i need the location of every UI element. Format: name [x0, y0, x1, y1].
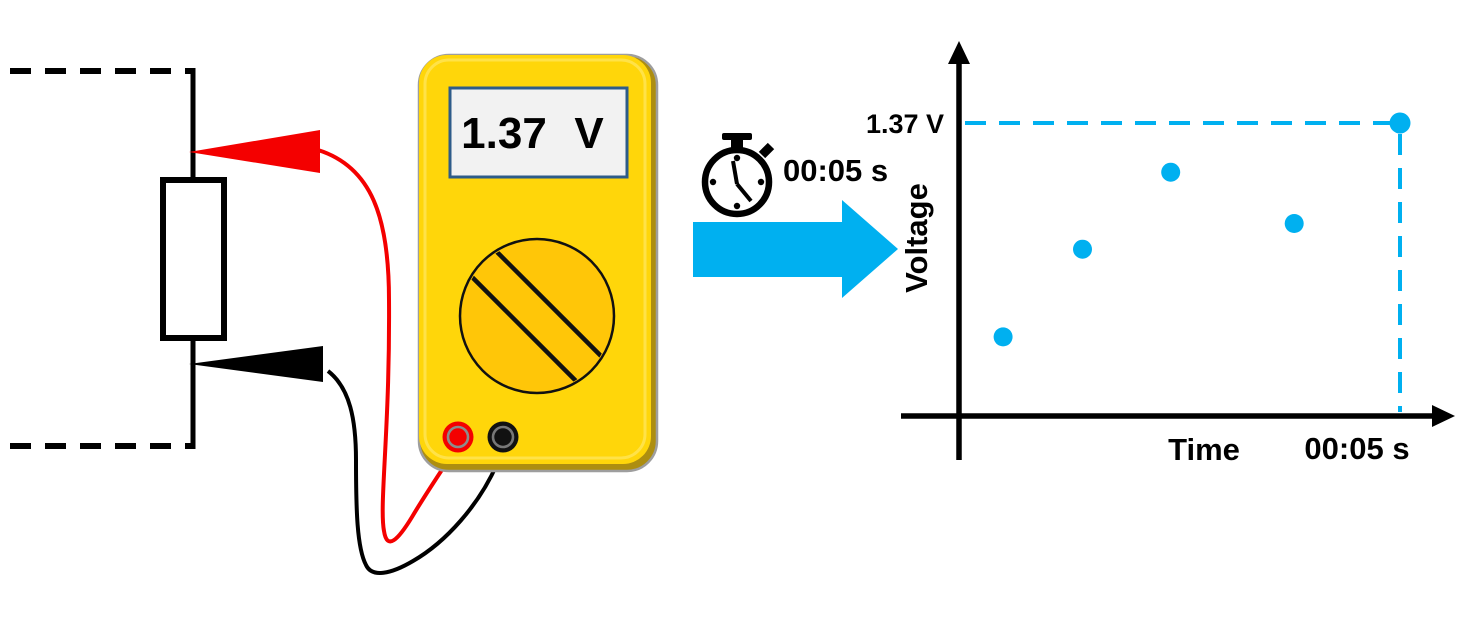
red-port-ring — [446, 425, 470, 449]
multimeter-body-highlight — [423, 58, 647, 460]
stopwatch-tick-9 — [709, 178, 717, 186]
stopwatch-icon — [701, 133, 775, 218]
circuit-fragment — [10, 68, 227, 449]
scatter-points — [993, 112, 1411, 347]
black-terminal-port — [487, 421, 519, 453]
rotary-dial-marks — [464, 243, 612, 391]
voltage-time-chart: Voltage Time 00:05 s 1.37 V — [866, 41, 1455, 467]
stopwatch-stem — [731, 139, 743, 149]
x-axis-arrowhead-icon — [1432, 405, 1455, 427]
display-reading-value: 1.37 — [461, 109, 547, 158]
data-point — [1389, 112, 1411, 134]
red-terminal-port — [442, 421, 474, 453]
stopwatch-tick-12 — [733, 154, 741, 162]
red-probe-tip-icon — [189, 130, 320, 173]
dial-mark-upper — [488, 243, 612, 367]
data-point — [1073, 239, 1092, 259]
dial-mark-lower — [464, 269, 588, 391]
black-port-ring — [491, 425, 515, 449]
black-probe-tip-icon — [189, 346, 323, 382]
stopwatch-hand-minute — [731, 160, 739, 185]
display-reading-unit: V — [574, 109, 604, 158]
flow-arrow-icon — [693, 200, 898, 298]
y-axis-label: Voltage — [899, 183, 934, 293]
stopwatch-tick-6 — [733, 202, 741, 210]
data-point — [1284, 214, 1304, 233]
stopwatch-nub — [758, 142, 775, 159]
x-reference-label: 00:05 s — [1304, 431, 1409, 466]
stopwatch-cap — [722, 133, 752, 140]
x-axis-label: Time — [1168, 432, 1240, 467]
stopwatch-tick-3 — [757, 178, 765, 186]
stopwatch-bezel — [701, 146, 773, 218]
stopwatch-hand-second — [735, 182, 753, 203]
red-probe-lead-wire — [317, 148, 459, 544]
y-reference-label: 1.37 V — [866, 109, 944, 139]
rotary-dial — [458, 237, 616, 395]
multimeter-display — [448, 86, 629, 179]
data-point — [1161, 162, 1181, 182]
elapsed-time-label: 00:05 s — [783, 153, 888, 188]
data-point — [993, 327, 1013, 347]
resistor-symbol — [160, 177, 227, 341]
multimeter: 1.37 V — [417, 53, 659, 473]
y-axis-arrowhead-icon — [948, 41, 970, 64]
black-probe-lead-wire — [326, 369, 504, 575]
